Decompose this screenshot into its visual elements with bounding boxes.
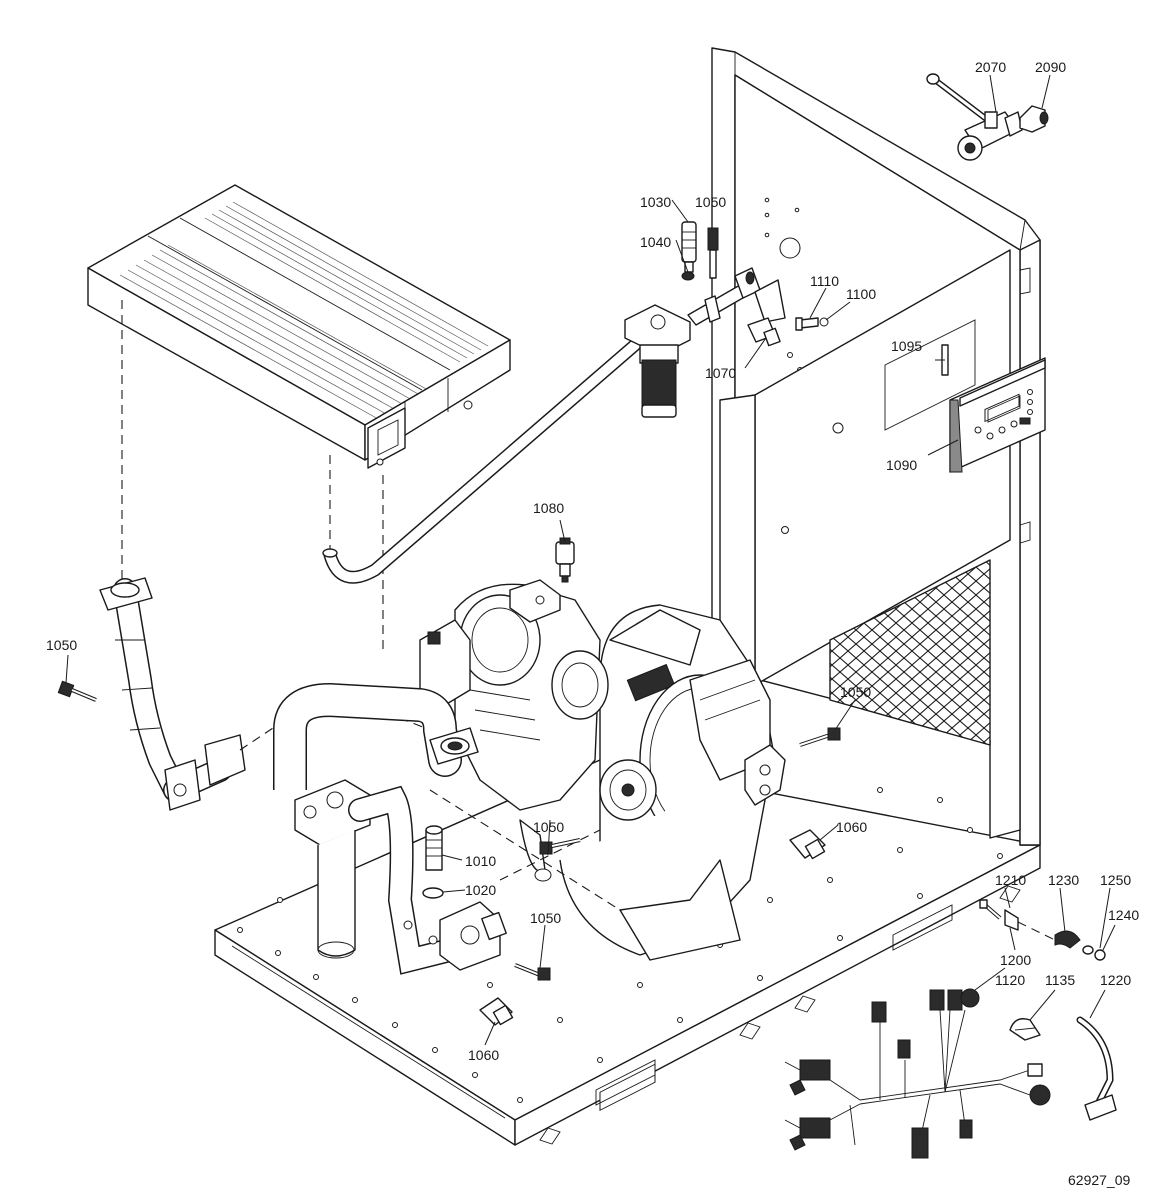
- callout-1220: 1220: [1100, 972, 1131, 988]
- separator-piping: [273, 682, 507, 975]
- nipple-1010: [425, 825, 443, 871]
- callout-1050-left: 1050: [46, 637, 77, 653]
- fitting-2090: [1019, 105, 1049, 133]
- pressure-switch-1060-left: [479, 997, 514, 1026]
- callout-1060-right: 1060: [836, 819, 867, 835]
- sensor-1050-right: [799, 727, 841, 747]
- callout-2070: 2070: [975, 59, 1006, 75]
- callout-1135: 1135: [1045, 972, 1075, 988]
- wiring-harness-1120: [784, 988, 1051, 1159]
- callout-1050-low: 1050: [530, 910, 561, 926]
- callout-1050-right: 1050: [840, 684, 871, 700]
- oil-hose: [322, 338, 642, 584]
- callout-1050-mid: 1050: [533, 819, 564, 835]
- callout-1040: 1040: [640, 234, 671, 250]
- ball-valve-2070: [926, 73, 1023, 161]
- sensor-1030: [681, 221, 697, 273]
- compressor-motor-assembly: [419, 579, 786, 961]
- callout-1250: 1250: [1100, 872, 1131, 888]
- callout-1020: 1020: [465, 882, 496, 898]
- callout-1050-top: 1050: [695, 194, 726, 210]
- oil-filter-assembly: [624, 267, 786, 418]
- oil-cooler: [87, 184, 511, 469]
- fastener-group: [979, 899, 1106, 961]
- callout-1210: 1210: [995, 872, 1026, 888]
- washer-1020: [422, 887, 444, 899]
- callout-1030: 1030: [640, 194, 671, 210]
- callout-labels: 2070 2090 1030 1050 1040 1110 1100 1070 …: [46, 59, 1139, 1188]
- cable-1220: [1076, 1016, 1117, 1121]
- callout-1095: 1095: [891, 338, 922, 354]
- callout-1080: 1080: [533, 500, 564, 516]
- pressure-switch-1060-right: [789, 829, 826, 860]
- leader-lines: [65, 74, 1116, 1046]
- callout-1110: 1110: [810, 273, 839, 289]
- callout-1200: 1200: [1000, 952, 1031, 968]
- callout-2090: 2090: [1035, 59, 1066, 75]
- callout-1100: 1100: [846, 286, 876, 302]
- figure-reference: 62927_09: [1068, 1172, 1131, 1188]
- callout-1060-left: 1060: [468, 1047, 499, 1063]
- callout-1090: 1090: [886, 457, 917, 473]
- callout-1240: 1240: [1108, 907, 1139, 923]
- callout-1120: 1120: [995, 972, 1025, 988]
- callout-1230: 1230: [1048, 872, 1079, 888]
- callout-1010: 1010: [465, 853, 496, 869]
- discharge-pipe: [99, 577, 246, 811]
- callout-1070: 1070: [705, 365, 736, 381]
- sensor-1050-left: [57, 680, 97, 702]
- sensor-1050-low: [514, 963, 551, 981]
- controller-1090: [949, 357, 1046, 473]
- clamp-1135: [1009, 1018, 1041, 1041]
- sensor-1080: [555, 537, 575, 583]
- washer-1040: [681, 271, 695, 281]
- pressure-switch-1070: [747, 317, 781, 347]
- sensor-1050-top: [707, 227, 719, 279]
